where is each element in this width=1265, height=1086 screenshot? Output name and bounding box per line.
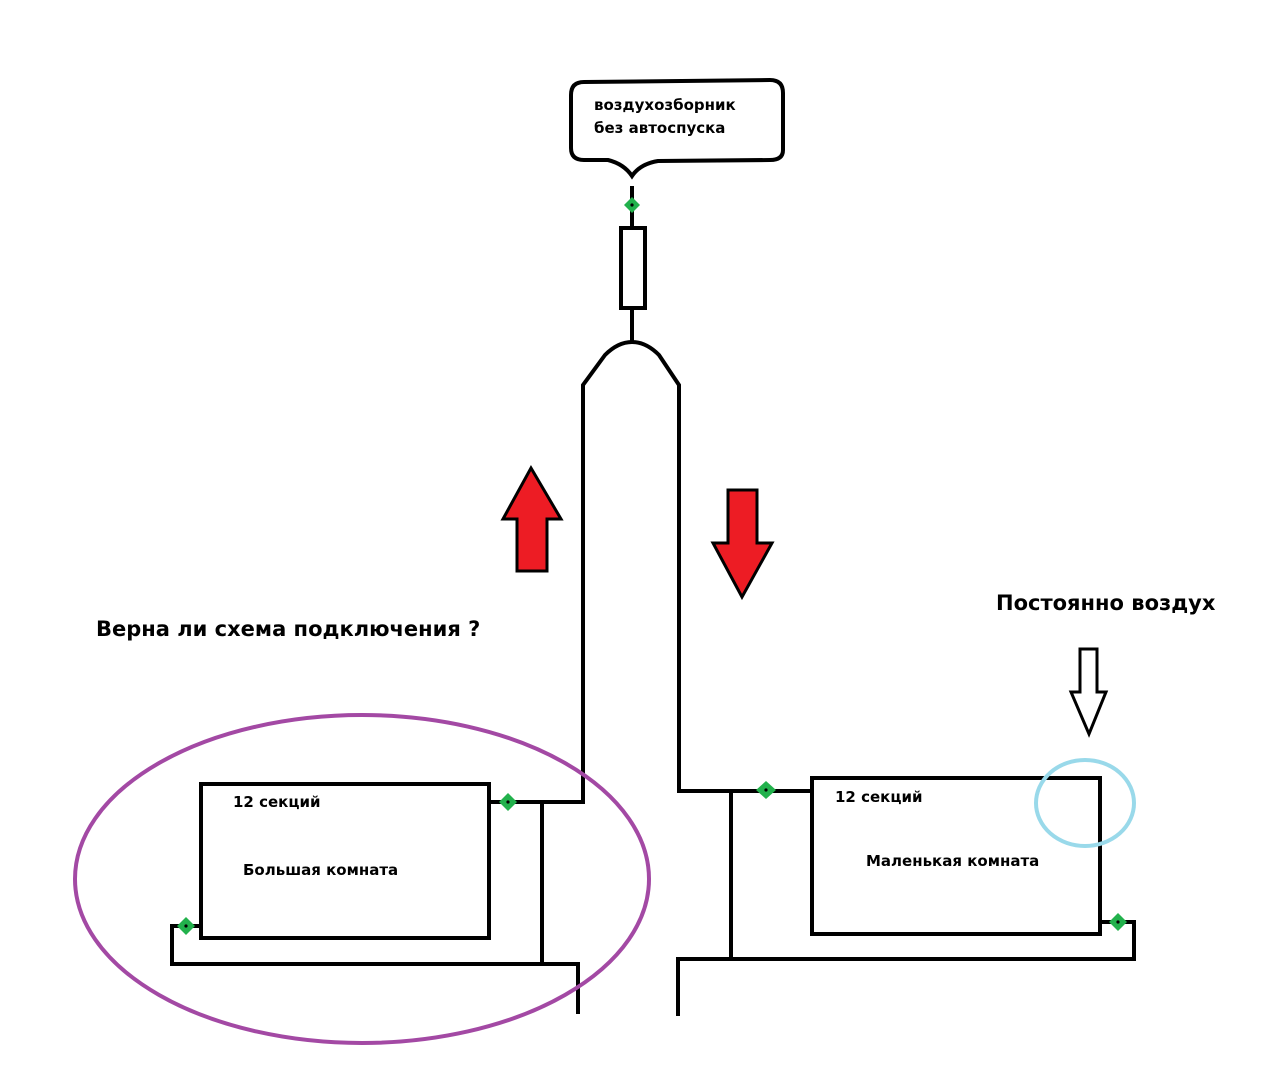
radiator-left bbox=[199, 782, 491, 940]
valve-icon-left-supply bbox=[499, 793, 517, 811]
radiator-left-room: Большая комната bbox=[243, 861, 399, 879]
valve-icon-left-return bbox=[177, 917, 195, 935]
radiator-right bbox=[810, 776, 1102, 936]
arrow-down-outline-icon bbox=[1068, 647, 1109, 738]
riser-pipe bbox=[581, 339, 681, 803]
callout-text: воздухозборник без автоспуска bbox=[594, 94, 736, 140]
radiator-left-sections: 12 секций bbox=[233, 793, 321, 811]
callout-line-1: воздухозборник bbox=[594, 96, 736, 114]
air-collector-body bbox=[619, 226, 647, 310]
arrow-up-icon bbox=[500, 464, 564, 573]
arrow-down-icon bbox=[710, 488, 775, 601]
right-return-pipe bbox=[676, 920, 1136, 1016]
question-heading: Верна ли схема подключения ? bbox=[96, 617, 481, 641]
air-trap-circle bbox=[1034, 758, 1136, 848]
air-note-label: Постоянно воздух bbox=[996, 591, 1216, 615]
left-group-ellipse bbox=[73, 713, 651, 1045]
valve-icon-right-supply bbox=[756, 781, 776, 799]
radiator-right-room: Маленькая комната bbox=[866, 852, 1040, 870]
callout-line-2: без автоспуска bbox=[594, 119, 726, 137]
valve-icon-right-return bbox=[1109, 913, 1127, 931]
radiator-right-sections: 12 секций bbox=[835, 788, 923, 806]
callout-bubble bbox=[569, 77, 785, 180]
valve-icon-top bbox=[624, 197, 640, 213]
